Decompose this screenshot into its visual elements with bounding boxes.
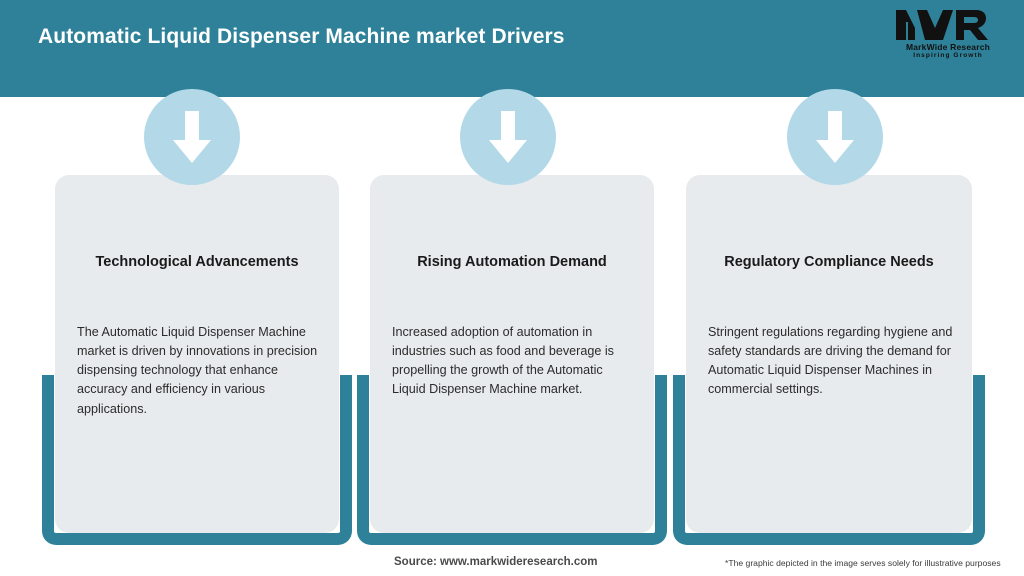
- card-title: Regulatory Compliance Needs: [724, 254, 934, 270]
- card-panel: Technological Advancements The Automatic…: [55, 175, 339, 533]
- page-header: Automatic Liquid Dispenser Machine marke…: [0, 0, 1024, 97]
- card-panel: Regulatory Compliance Needs Stringent re…: [686, 175, 972, 533]
- card-body-text: The Automatic Liquid Dispenser Machine m…: [77, 325, 318, 416]
- page-title: Automatic Liquid Dispenser Machine marke…: [38, 25, 565, 48]
- logo-mark-icon: [894, 8, 1002, 42]
- card-body-text: Increased adoption of automation in indu…: [392, 325, 614, 397]
- logo-tagline: Inspiring Growth: [913, 51, 983, 59]
- drivers-diagram: Technological Advancements The Automatic…: [0, 89, 1024, 576]
- arrow-down-icon: [460, 89, 556, 185]
- card-title: Technological Advancements: [95, 254, 299, 270]
- driver-card-2[interactable]: Rising Automation Demand Increased adopt…: [357, 89, 667, 576]
- source-label: Source: www.markwideresearch.com: [394, 556, 598, 568]
- card-title: Rising Automation Demand: [417, 254, 607, 270]
- brand-logo: MarkWide Research Inspiring Growth: [894, 8, 1002, 66]
- card-accent-frame: [357, 375, 667, 545]
- card-body-text: Stringent regulations regarding hygiene …: [708, 325, 953, 397]
- disclaimer-label: *The graphic depicted in the image serve…: [725, 558, 1001, 568]
- arrow-down-icon: [144, 89, 240, 185]
- driver-card-1[interactable]: Technological Advancements The Automatic…: [42, 89, 352, 576]
- card-accent-frame: [673, 375, 985, 545]
- card-accent-frame: [42, 375, 352, 545]
- arrow-down-icon: [787, 89, 883, 185]
- card-panel: Rising Automation Demand Increased adopt…: [370, 175, 654, 533]
- driver-card-3[interactable]: Regulatory Compliance Needs Stringent re…: [673, 89, 985, 576]
- logo-company-name: MarkWide Research: [905, 42, 991, 52]
